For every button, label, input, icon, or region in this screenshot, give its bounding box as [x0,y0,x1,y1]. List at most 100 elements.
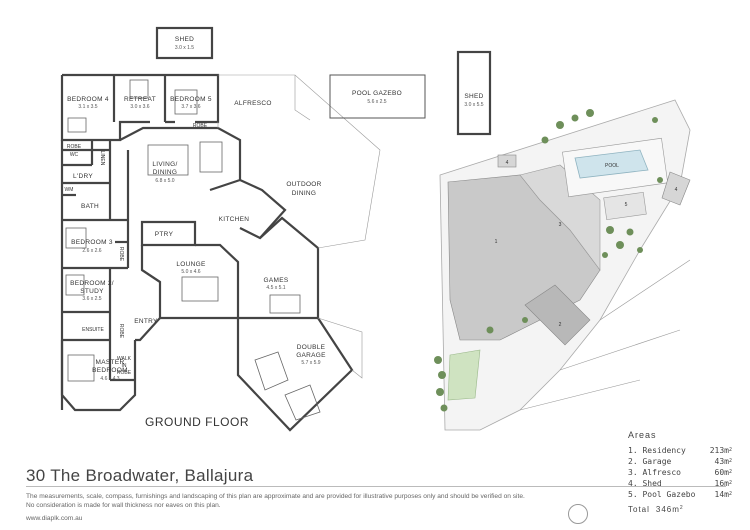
furniture [65,79,321,421]
wc-label: WC [70,152,79,158]
ldry-label: L'DRY [73,173,93,180]
retreat-label: RETREAT [124,96,156,103]
lounge-dims: 5.0 x 4.6 [181,269,200,275]
garage-dims: 5.7 x 5.9 [301,360,320,366]
area-row: 3. Alfresco 60m2 [628,467,732,478]
linen-label: LINEN [99,151,105,166]
area-label: 2. Garage [628,457,672,466]
pool-gazebo-dims: 5.6 x 2.5 [367,99,386,105]
area-row: 4. Shed 16m2 [628,478,732,489]
area-label: 5. Pool Gazebo [628,490,696,499]
site-label-3: 3 [559,222,562,228]
living-label: LIVING/ [152,161,177,168]
robe-label-4: ROBE [118,324,124,339]
wm-label: WM [65,187,74,193]
site-label-1: 1 [495,239,498,245]
retreat-dims: 3.0 x 3.6 [130,104,149,110]
bath-label: BATH [81,203,99,210]
area-value: 213m [709,446,729,455]
area-label: 3. Alfresco [628,468,681,477]
website-url[interactable]: www.diaplk.com.au [26,515,83,522]
bedroom4-dims: 3.1 x 3.5 [78,104,97,110]
bedroom2-dims: 3.6 x 2.5 [82,296,101,302]
areas-panel: Areas 1. Residency 213m2 2. Garage 43m2 … [628,430,732,514]
small-shed-dims: 3.0 x 1.5 [175,45,194,51]
bedroom2-label: BEDROOM 2/ [70,280,114,287]
areas-title: Areas [628,430,657,440]
pool-gazebo-label: POOL GAZEBO [352,90,402,97]
master-label: MASTER [96,359,125,366]
site-garage [524,284,591,346]
bedroom5-label: BEDROOM 5 [170,96,212,103]
small-shed-label: SHED [175,36,194,43]
area-value: 60m [714,468,729,477]
walkin-label: WALK [117,356,132,362]
area-value: 16m [714,479,729,488]
large-shed-label: SHED [464,93,483,100]
robe-label-2: ROBE [67,144,82,150]
large-shed-dims: 3.0 x 5.5 [464,102,483,108]
site-label-5: 5 [625,202,628,208]
property-address: 30 The Broadwater, Ballajura [26,466,254,485]
pool-gazebo-outline [329,74,426,119]
area-unit: 2 [728,458,732,464]
area-label: 4. Shed [628,479,662,488]
games-label: GAMES [264,277,289,284]
brand-logo-icon [568,504,588,524]
master-dims: 4.6 x 4.3 [100,376,119,382]
divider-rule [26,486,726,487]
site-label-4b: 4 [675,187,678,193]
kitchen-label: KITCHEN [219,216,250,223]
robe-label-3: ROBE [118,247,124,262]
area-label: 1. Residency [628,446,686,455]
bedroom4-label: BEDROOM 4 [67,96,109,103]
area-unit: 2 [728,447,732,453]
robe-label-1: ROBE [193,123,208,129]
alfresco-edge [294,75,311,121]
area-row: 2. Garage 43m2 [628,456,732,467]
area-total-value: 346m [655,505,680,514]
games-dims: 4.5 x 5.1 [266,285,285,291]
living-dims: 6.8 x 5.0 [155,178,174,184]
lounge-label: LOUNGE [176,261,206,268]
area-total-label: Total [628,505,650,514]
garage-label: DOUBLE [297,344,326,351]
site-shed-1 [497,154,517,168]
small-shed-outline [155,26,214,60]
ptry-label: PTRY [155,231,174,238]
floor-title: GROUND FLOOR [145,415,250,429]
disclaimer: The measurements, scale, compass, furnis… [26,492,616,510]
area-row: 5. Pool Gazebo 14m2 [628,489,732,500]
outdoor-label: OUTDOOR [286,181,321,188]
ensuite-label: ENSUITE [82,327,104,333]
bedroom5-dims: 3.7 x 3.6 [181,104,200,110]
outdoor-dining-label: DINING [292,190,317,197]
area-row: 1. Residency 213m2 [628,445,732,456]
site-lawn [447,349,481,401]
site-label-4a: 4 [506,160,509,166]
driveway-edge [317,317,363,379]
area-total: Total 346m2 [628,505,732,514]
site-gazebo [603,191,647,221]
bedroom3-dims: 2.6 x 2.6 [82,248,101,254]
walkin-in-label: IN [122,363,127,369]
alfresco-outline [217,74,381,249]
site-pool [574,149,649,179]
area-unit: 2 [728,491,732,497]
large-shed-outline [456,50,492,136]
site-plan: 1 2 3 4 4 5 POOL [434,99,691,431]
area-value: 43m [714,457,729,466]
bedroom3-label: BEDROOM 3 [71,239,113,246]
master-bedroom-label: BEDROOM [92,367,128,374]
garage-label-2: GARAGE [296,352,326,359]
dining-label: DINING [153,169,178,176]
site-shed-2 [661,171,691,206]
area-unit: 2 [728,480,732,486]
area-value: 14m [714,490,729,499]
house-walls [60,73,354,432]
area-unit: 2 [728,469,732,475]
entry-label: ENTRY [134,318,158,325]
study-label: STUDY [80,288,104,295]
area-unit: 2 [679,505,684,511]
